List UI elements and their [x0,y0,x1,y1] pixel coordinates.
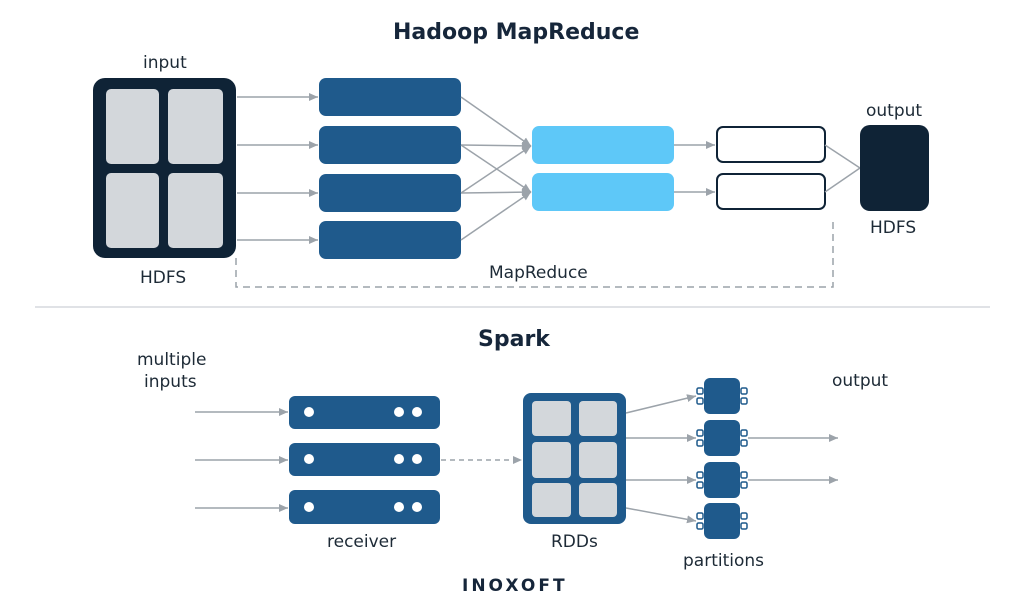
spark-inputs-label-line1: multiple [137,350,207,370]
receiver-server [289,490,440,524]
reduce-to-part-arrows [674,141,715,196]
partition-to-output-arrows [748,434,838,484]
receiver-server [289,443,440,476]
partitions [696,378,748,539]
spark-title: Spark [478,327,550,352]
reduce-block [532,173,674,211]
map-block [319,174,461,212]
reduce-block [532,126,674,164]
receiver-servers [289,396,440,524]
partitions-label: partitions [683,551,765,571]
mapreduce-label: MapReduce [489,263,588,283]
brand-logo: INOXOFT [462,576,568,596]
receiver-label: receiver [327,532,397,552]
partition-block [696,462,748,498]
spark-output-label: output [832,371,889,391]
hadoop-hdfs-output-label: HDFS [870,218,917,238]
input-to-map-arrows [237,93,318,244]
spark-inputs-label-line2: inputs [144,372,197,392]
map-block [319,78,461,116]
part-to-output-lines [824,144,861,193]
partition-block [696,378,748,414]
reduce-blocks [532,126,674,211]
hadoop-output-label: output [866,101,923,121]
mapreduce-dashed-frame [235,217,834,288]
rdd-block [523,393,626,524]
receiver-server [289,396,440,429]
hadoop-hdfs-input-label: HDFS [140,268,187,288]
partition-block [696,420,748,456]
shuffle-arrows [460,96,532,241]
rdds-label: RDDs [551,532,598,552]
output-part-block [716,173,826,210]
map-block [319,126,461,164]
hadoop-input-label: input [143,53,187,73]
output-part-block [716,126,826,163]
output-part-blocks [716,126,826,210]
hdfs-output-block [860,125,929,211]
hdfs-input-block [93,78,236,258]
map-blocks [319,78,461,259]
spark-input-arrows [195,408,288,512]
partition-block [696,503,748,539]
map-block [319,221,461,259]
rdd-to-partition-arrows [625,394,697,524]
hadoop-title: Hadoop MapReduce [393,20,640,45]
